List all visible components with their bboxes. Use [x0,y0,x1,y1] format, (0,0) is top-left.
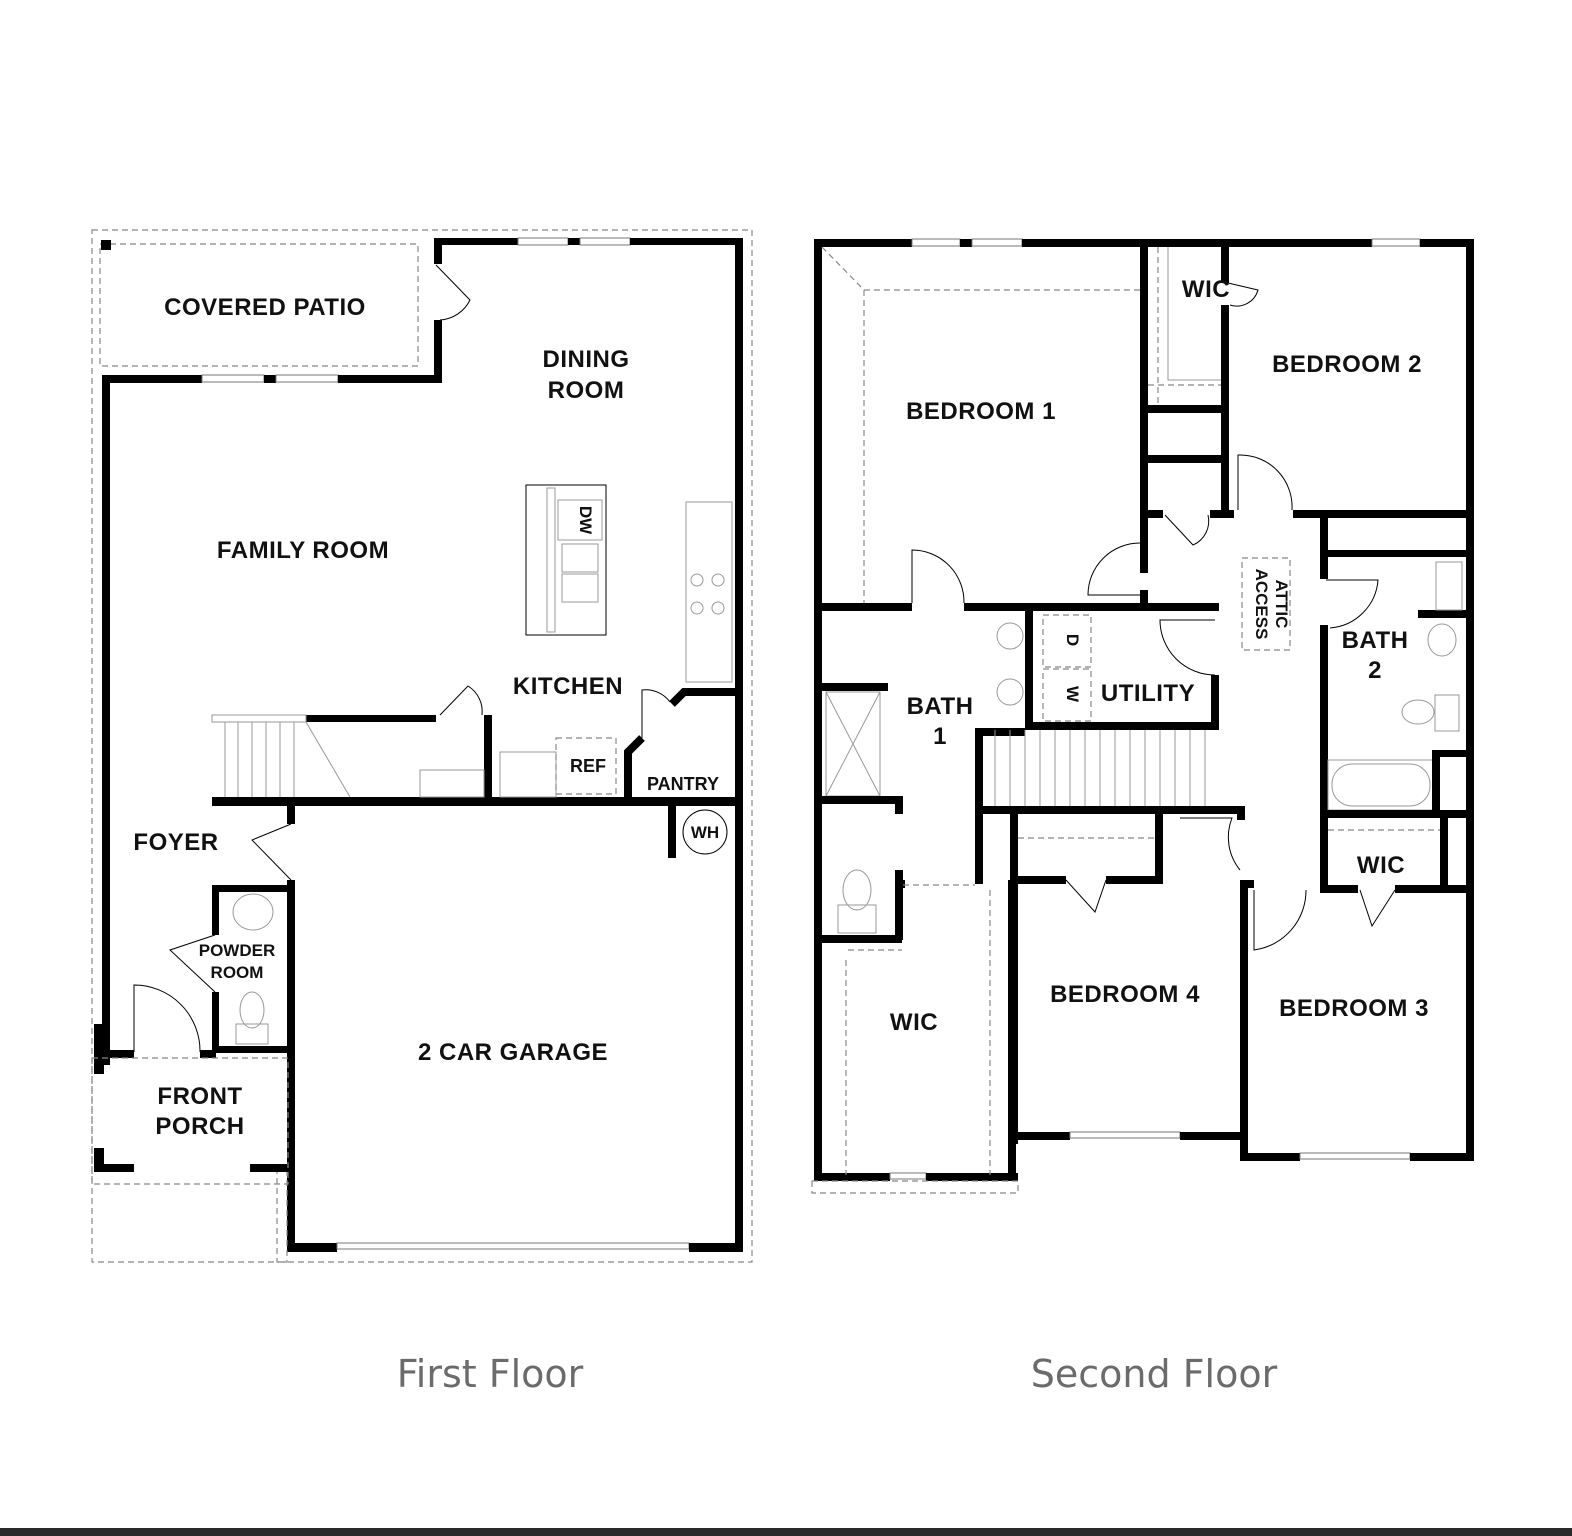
room-label-bedroom-3: BEDROOM 3 [1279,995,1429,1022]
room-label-porch-line2: PORCH [155,1113,244,1140]
room-label-covered-patio: COVERED PATIO [164,294,366,321]
staircase-upper [994,730,1206,806]
bottom-bar [0,1528,1572,1536]
room-label-porch-line1: FRONT [157,1083,242,1110]
room-label-foyer: FOYER [133,829,218,856]
appliance-label-dishwasher: DW [576,506,595,535]
room-label-bedroom-4: BEDROOM 4 [1050,981,1200,1008]
room-label-family-room: FAMILY ROOM [217,537,389,564]
room-label-garage: 2 CAR GARAGE [418,1039,608,1066]
room-label-dining-line2: ROOM [548,377,625,404]
patio-post [101,240,111,250]
first-floor-plan [91,229,753,1263]
room-label-powder-line2: ROOM [211,963,264,982]
room-label-bedroom-2: BEDROOM 2 [1272,351,1422,378]
room-label-wic-upper: WIC [1182,276,1230,303]
appliance-label-dryer: D [1063,634,1082,646]
room-label-wic-left: WIC [890,1009,938,1036]
kitchen-island [525,484,607,636]
room-label-bath-2-line1: BATH [1342,627,1409,654]
roofline-outline [91,229,753,1263]
patio-door [435,264,471,321]
room-label-dining-line1: DINING [543,346,630,373]
second-floor-plan [811,238,1474,1194]
second-floor-caption: Second Floor [1030,1352,1278,1396]
appliance-label-water-heater: WH [691,823,719,842]
label-attic: ATTIC [1272,580,1291,629]
room-label-bath-1-line1: BATH [907,693,974,720]
appliance-label-washer: W [1063,686,1082,703]
attic-access-hatch [1241,557,1291,651]
refrigerator-space [555,737,617,795]
room-label-wic-right: WIC [1357,852,1405,879]
first-floor-caption: First Floor [396,1352,584,1396]
room-label-utility: UTILITY [1101,680,1195,707]
staircase [224,721,351,798]
label-access: ACCESS [1252,569,1271,640]
room-label-bedroom-1: BEDROOM 1 [906,398,1056,425]
room-label-pantry: PANTRY [647,774,719,794]
appliance-label-ref: REF [570,756,606,776]
room-label-powder-line1: POWDER [199,941,276,960]
room-label-bath-2-line2: 2 [1368,657,1382,684]
room-label-bath-1-line2: 1 [933,723,947,750]
room-label-kitchen: KITCHEN [513,673,623,700]
water-heater [682,809,728,855]
